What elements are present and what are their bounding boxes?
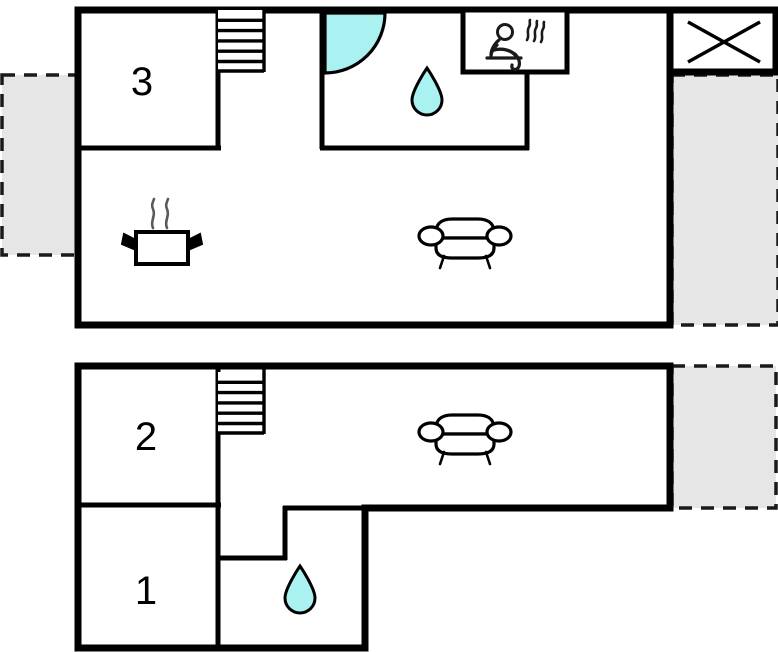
terrace-right-lower: [670, 364, 778, 510]
sofa-icon: [417, 413, 513, 466]
terrace-group-lower: [670, 364, 778, 510]
water-drop-icon: [283, 563, 317, 615]
sofa-icon: [417, 217, 513, 270]
room-number-3: 3: [131, 60, 153, 104]
upper-floor-interior-walls: [80, 7, 570, 151]
stairs-icon: [218, 368, 266, 435]
cooking-pot-icon: [120, 197, 204, 266]
room-number-1: 1: [135, 569, 157, 613]
sauna-icon: [485, 18, 546, 72]
terrace-left-upper: [0, 73, 82, 257]
terrace-right-upper: [670, 73, 778, 327]
sauna-room-upper: [460, 7, 570, 75]
upper-floor-main-wall: [74, 6, 674, 329]
upper-floor-outline: [74, 6, 778, 329]
room-number-2: 2: [135, 415, 157, 459]
stairs-icon: [218, 10, 266, 73]
terrace-group-upper: [0, 73, 778, 327]
shower-quarter-circle-icon: [323, 11, 387, 75]
water-drop-icon: [410, 65, 444, 117]
crossed-box-icon: [687, 20, 761, 64]
